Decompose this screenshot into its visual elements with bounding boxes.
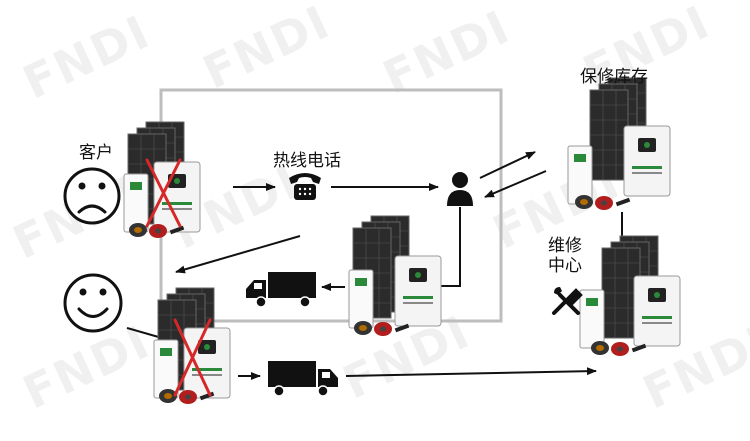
arrow-from-stock bbox=[484, 170, 547, 198]
connector-agent-to-replacement bbox=[434, 207, 461, 287]
warranty-stock-label: 保修库存 bbox=[580, 67, 648, 87]
sad-face-icon bbox=[63, 167, 121, 225]
repair-center-kit bbox=[579, 235, 681, 356]
repair-center-label-line2: 中心 bbox=[548, 256, 582, 276]
happy-face-icon bbox=[63, 273, 123, 333]
service-agent-icon bbox=[447, 172, 473, 206]
repair-center-label: 维修 中心 bbox=[548, 236, 582, 276]
customer-label: 客户 bbox=[79, 143, 113, 163]
tools-icon bbox=[552, 287, 583, 315]
return-truck-icon bbox=[267, 360, 339, 397]
arrow-to-happy-customer bbox=[175, 235, 301, 274]
hotline-label: 热线电话 bbox=[273, 151, 341, 171]
telephone-icon bbox=[289, 173, 321, 200]
faulty-solar-kit-customer bbox=[124, 122, 200, 238]
repair-center-label-line1: 维修 bbox=[548, 236, 582, 256]
cross-mark-icon bbox=[173, 318, 212, 397]
arrow-to-stock bbox=[479, 151, 536, 179]
faulty-solar-kit-returned bbox=[154, 288, 230, 404]
arrow-to-repair-center bbox=[345, 367, 597, 377]
warranty-stock-kit bbox=[567, 77, 671, 210]
connector-customer-to-return bbox=[126, 327, 163, 339]
replacement-solar-kit bbox=[348, 215, 442, 336]
cross-mark-icon bbox=[145, 158, 182, 228]
delivery-truck-icon bbox=[245, 271, 317, 308]
